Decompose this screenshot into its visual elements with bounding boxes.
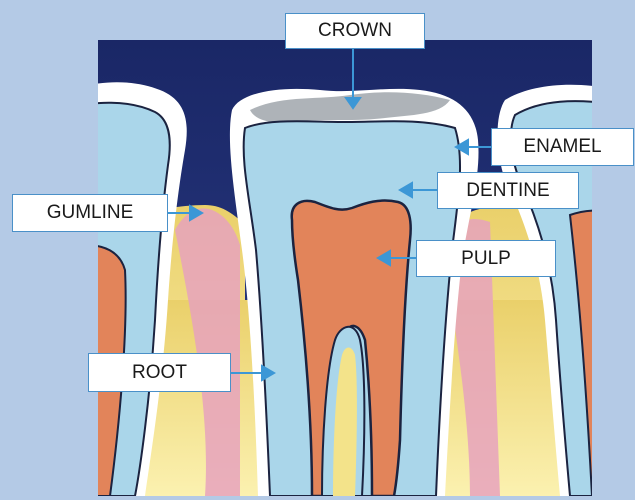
enamel-label: ENAMEL (491, 128, 634, 166)
crown-label: CROWN (285, 13, 425, 49)
pulp-label: PULP (416, 240, 556, 277)
dentine-label: DENTINE (437, 172, 579, 209)
root-label: ROOT (88, 353, 231, 392)
gumline-label: GUMLINE (12, 194, 168, 232)
